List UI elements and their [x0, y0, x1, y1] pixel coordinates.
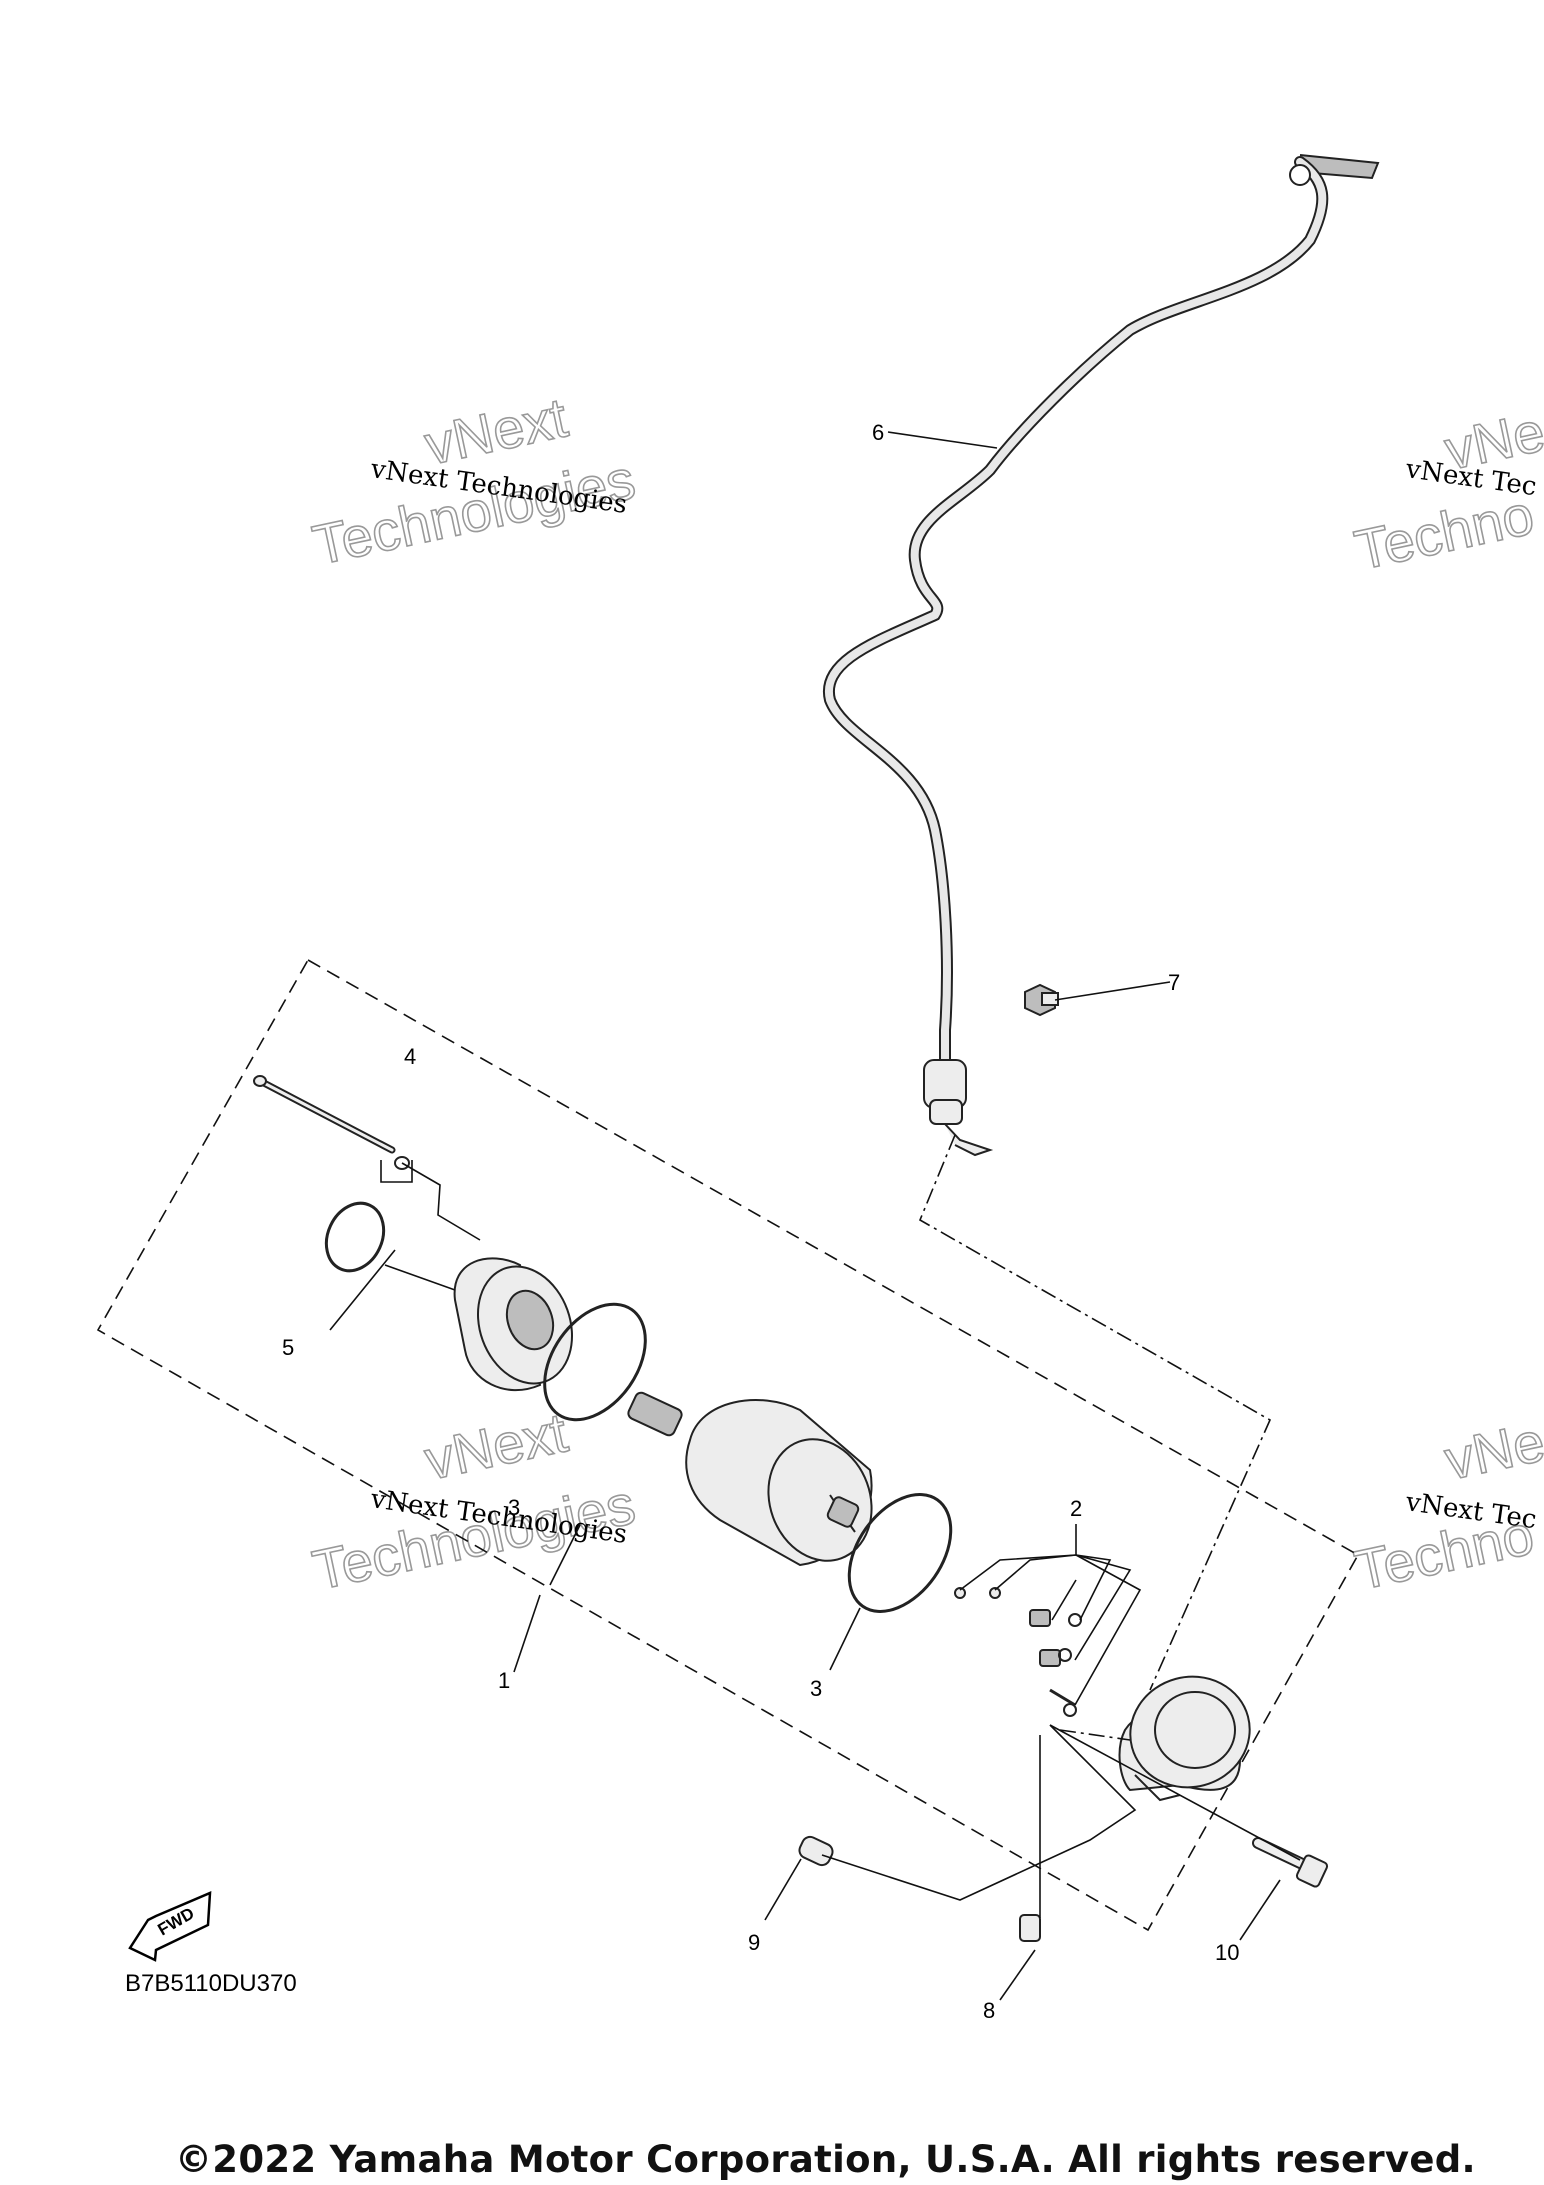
callout-1: 1 [498, 1668, 510, 1693]
callout-9: 9 [748, 1930, 760, 1955]
callout-4: 4 [404, 1044, 416, 1069]
callout-3b: 3 [810, 1676, 822, 1701]
copyright-notice: ©2022 Yamaha Motor Corporation, U.S.A. A… [175, 2138, 1476, 2181]
callout-7: 7 [1168, 970, 1180, 995]
diagram-code: B7B5110DU370 [125, 1970, 297, 1997]
svg-text:vNext: vNext [419, 1400, 573, 1491]
part-3-o-ring-a [543, 1302, 647, 1422]
callout-3a: 3 [508, 1495, 520, 1520]
watermark-left-bottom: vNext Technologies vNext Technologies [307, 1399, 641, 1602]
part-8-nut [1019, 1914, 1041, 1942]
part-3-o-ring-b [847, 1493, 953, 1613]
part-5-o-ring [324, 1201, 386, 1273]
part-9-bolt [798, 1835, 834, 1867]
watermark-right-bottom: vNe Techno vNext Tec [1349, 1409, 1544, 1603]
part-7-nut [1024, 983, 1059, 1017]
fwd-arrow-icon: FWD [128, 1891, 212, 1962]
callout-5: 5 [282, 1335, 294, 1360]
assembly-boundary [96, 958, 1360, 1932]
part-4-through-bolt [253, 1075, 410, 1170]
callout-8: 8 [983, 1998, 995, 2023]
leader-lines [329, 431, 1301, 2001]
watermark-right-top: vNe Techno vNext Tec [1349, 399, 1544, 583]
part-6-lead-wire [822, 154, 1380, 1157]
starter-front-cover [453, 1257, 574, 1391]
starter-motor-body [627, 1391, 873, 1567]
starter-rear-cover [1118, 1675, 1251, 1802]
callout-10: 10 [1215, 1940, 1239, 1965]
svg-text:vNe: vNe [1439, 1409, 1544, 1491]
callout-2: 2 [1070, 1496, 1082, 1521]
part-2-brush-set [954, 1587, 1082, 1717]
watermark-left-top: vNext Technologies vNext Technologies [307, 384, 641, 577]
callout-6: 6 [872, 420, 884, 445]
part-10-bolt [1252, 1837, 1329, 1888]
